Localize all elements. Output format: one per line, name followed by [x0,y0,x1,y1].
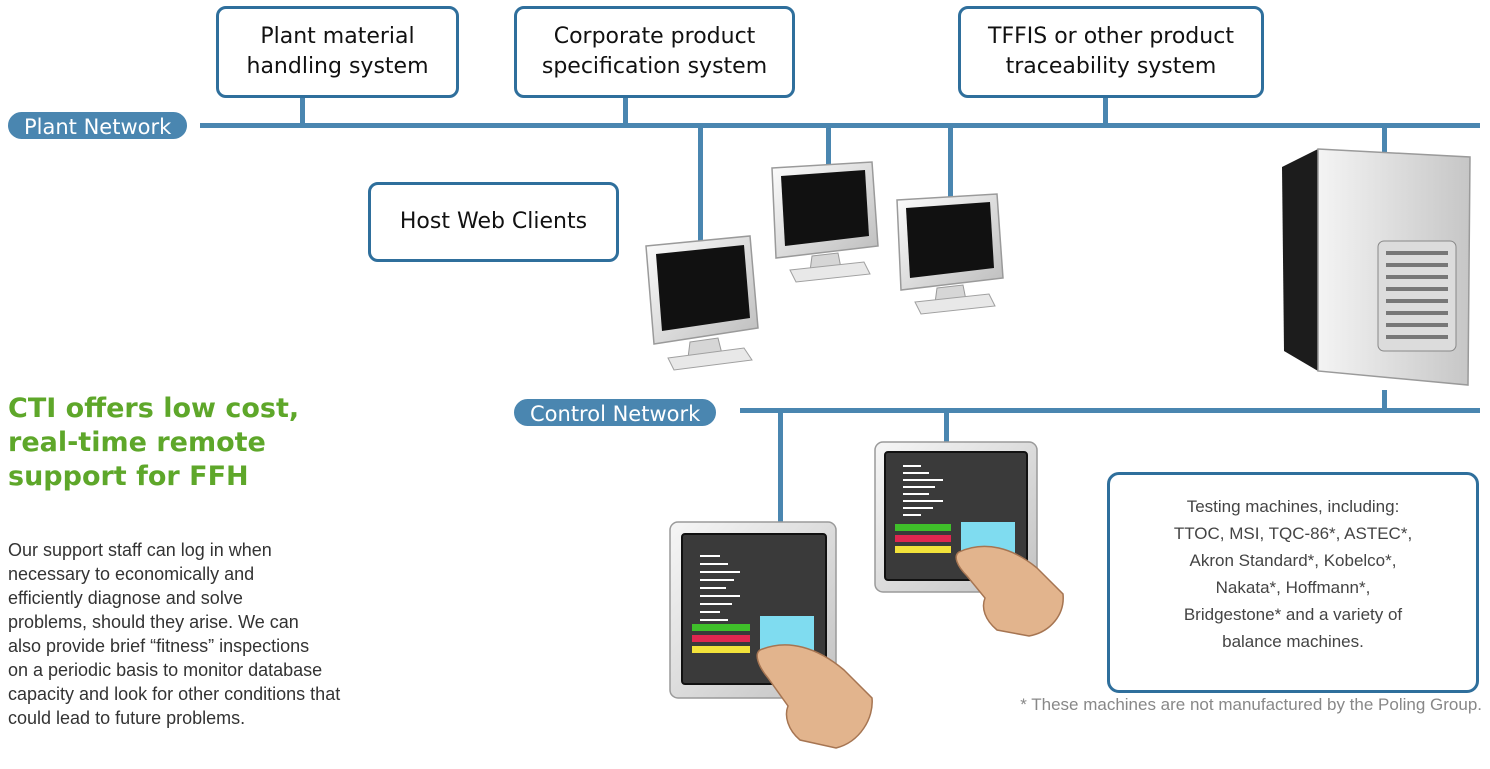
body-line: Our support staff can log in when [8,540,272,560]
touch-panel-icon [669,521,873,749]
drop-line [778,410,783,524]
plant-network-label: Plant Network [6,110,190,141]
drop-line [300,96,305,126]
control-network-line [740,408,1480,413]
headline-line: CTI offers low cost, [8,393,300,424]
monitor-icon [771,161,879,283]
testing-line: Bridgestone* and a variety of [1183,605,1403,624]
plant-network-line [200,123,1480,128]
body-line: could lead to future problems. [8,708,246,728]
system-line: handling system [246,54,429,79]
body-line: necessary to economically and [8,564,255,584]
drop-line [948,126,953,200]
testing-line: Akron Standard*, Kobelco*, [1189,551,1397,570]
testing-line: balance machines. [1222,632,1364,651]
drop-line [623,96,628,126]
headline: CTI offers low cost, real-time remote su… [8,392,428,494]
drop-line [944,410,949,446]
system-line: specification system [541,54,768,79]
body-line: on a periodic basis to monitor database [8,660,323,680]
system-line: Plant material [260,24,415,49]
drop-line [826,126,831,170]
body-line: problems, should they arise. We can [8,612,299,632]
testing-machines-box: Testing machines, including: TTOC, MSI, … [1107,472,1479,693]
footnote: * These machines are not manufactured by… [1020,695,1482,714]
system-box-product-spec: Corporate product specification system [514,6,795,98]
testing-line: Nakata*, Hoffmann*, [1215,578,1371,597]
host-web-clients-label: Host Web Clients [368,182,619,262]
body-line: capacity and look for other conditions t… [8,684,341,704]
system-line: TFFIS or other product [988,24,1234,49]
headline-line: support for FFH [8,461,249,492]
server-tower-icon [1282,148,1471,386]
touch-panel-icon [874,441,1064,637]
support-description: Our support staff can log in when necess… [8,538,448,730]
body-line: also provide brief “fitness” inspections [8,636,310,656]
testing-line: TTOC, MSI, TQC-86*, ASTEC*, [1173,524,1413,543]
monitor-icon [896,193,1004,315]
drop-line [1382,126,1387,158]
drop-line [698,126,703,246]
monitor-icon [645,235,759,371]
control-network-label: Control Network [512,397,719,428]
testing-line: Testing machines, including: [1186,497,1400,516]
system-box-traceability: TFFIS or other product traceability syste… [958,6,1264,98]
drop-line [1103,96,1108,126]
system-line: traceability system [1005,54,1217,79]
drop-line [1382,390,1387,410]
system-box-material-handling: Plant material handling system [216,6,459,98]
headline-line: real-time remote [8,427,266,458]
body-line: efficiently diagnose and solve [8,588,243,608]
system-line: Corporate product [553,24,756,49]
